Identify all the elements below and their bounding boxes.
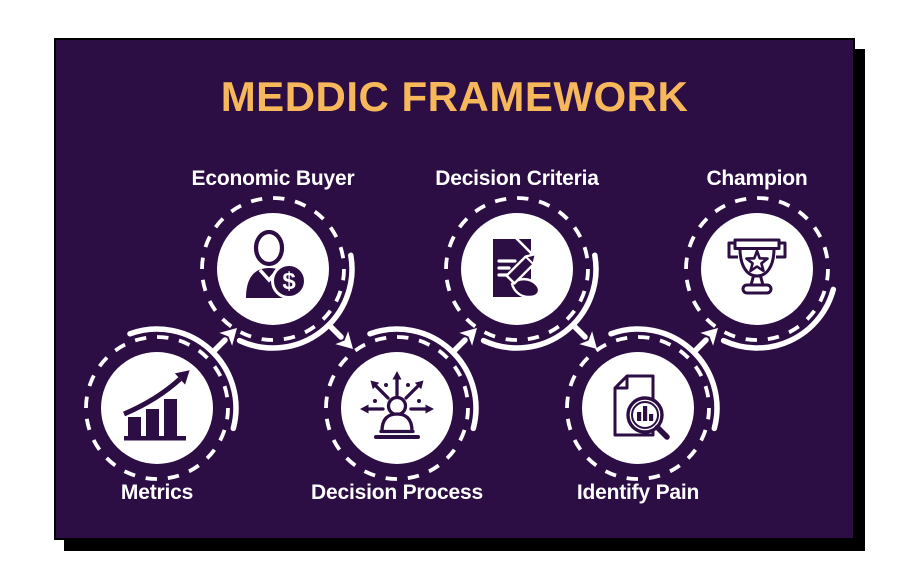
meddic-card: MEDDIC FRAMEWORK <box>54 38 855 540</box>
step-label-champion: Champion <box>706 167 808 190</box>
connector-arrow-up <box>127 326 239 432</box>
connector-arrow-up <box>367 326 479 432</box>
decision-criteria-icon <box>493 237 541 299</box>
step-label-identify-pain: Identify Pain <box>576 481 700 504</box>
step-decision-process <box>277 288 517 528</box>
step-decision-criteria-graphic <box>444 196 599 351</box>
step-label-economic-buyer: Economic Buyer <box>191 167 355 190</box>
step-decision-criteria <box>397 149 637 389</box>
step-identify-pain <box>518 288 758 528</box>
metrics-icon <box>123 370 190 441</box>
step-label-decision-process: Decision Process <box>311 481 483 504</box>
step-metrics <box>37 288 277 528</box>
connector-arc-end <box>720 286 837 351</box>
connector-arrow-down <box>236 252 355 351</box>
step-identify-pain-graphic <box>565 326 720 481</box>
connector-arrow-up <box>608 326 720 432</box>
step-champion <box>637 149 877 389</box>
champion-icon <box>727 238 787 295</box>
dollar-symbol: $ <box>282 268 296 295</box>
step-economic-buyer: $ <box>153 149 393 389</box>
step-metrics-graphic <box>84 326 239 481</box>
economic-buyer-icon: $ <box>246 229 307 299</box>
step-decision-process-graphic <box>324 326 479 481</box>
page-title: MEDDIC FRAMEWORK <box>220 73 689 120</box>
step-label-decision-criteria: Decision Criteria <box>435 167 599 190</box>
step-label-metrics: Metrics <box>120 481 194 504</box>
identify-pain-icon <box>613 374 670 440</box>
step-economic-buyer-graphic: $ <box>200 196 355 351</box>
connector-arrow-down <box>480 252 599 351</box>
decision-process-icon <box>360 371 434 439</box>
step-champion-graphic <box>684 196 837 351</box>
